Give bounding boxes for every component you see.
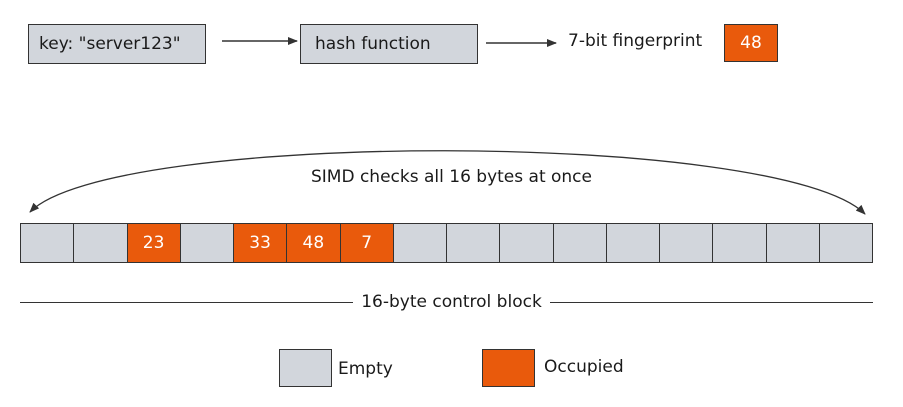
slot-empty [74, 224, 128, 262]
slot-occupied: 33 [234, 224, 288, 262]
fingerprint-value: 48 [740, 33, 762, 53]
slot-empty [180, 224, 234, 262]
legend-occupied-swatch [482, 349, 535, 387]
key-box: key: "server123" [28, 24, 206, 64]
hash-function-box: hash function [300, 24, 478, 64]
control-block-caption: 16-byte control block [0, 292, 903, 312]
slot-empty [713, 224, 767, 262]
legend-empty-swatch [279, 349, 332, 387]
slot-occupied: 23 [127, 224, 181, 262]
fingerprint-value-box: 48 [724, 24, 778, 62]
slot-empty [553, 224, 607, 262]
slot-empty [766, 224, 820, 262]
hash-function-label: hash function [315, 34, 431, 54]
slot-empty [500, 224, 554, 262]
simd-arc-arrow [29, 150, 866, 215]
simd-label: SIMD checks all 16 bytes at once [310, 167, 592, 187]
slot-empty [606, 224, 660, 262]
slot-empty [660, 224, 714, 262]
slot-occupied: 7 [340, 224, 394, 262]
slot-occupied: 48 [287, 224, 341, 262]
slot-empty [393, 224, 447, 262]
legend-empty-label: Empty [338, 359, 393, 379]
slot-empty [447, 224, 501, 262]
slot-empty [21, 224, 75, 262]
fingerprint-label: 7-bit fingerprint [568, 31, 703, 51]
slot-empty [819, 224, 872, 262]
control-block-label: 16-byte control block [353, 292, 550, 312]
legend-occupied-label: Occupied [544, 357, 624, 377]
key-label: key: "server123" [39, 34, 181, 54]
